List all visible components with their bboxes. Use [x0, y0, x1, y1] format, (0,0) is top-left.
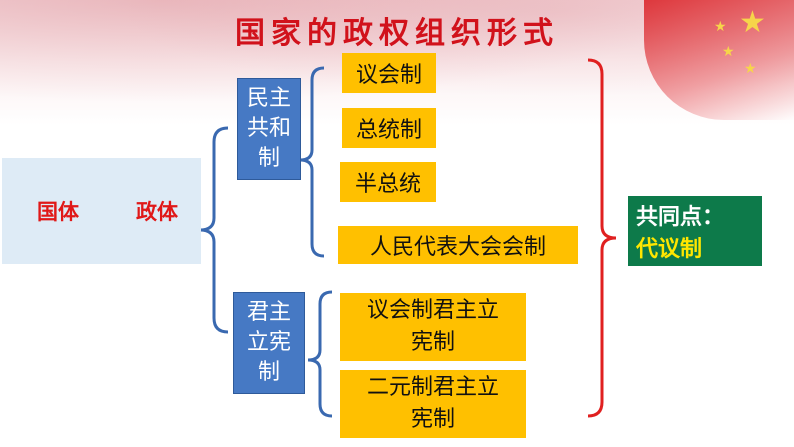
common-point-label: 共同点： — [636, 205, 725, 230]
bracket-common — [587, 58, 617, 418]
star-icon: ★ — [722, 44, 735, 60]
node-junzhu-lixian-label: 君主 立宪 制 — [246, 300, 291, 385]
node-minzhu-gonghe: 民主 共和 制 — [237, 78, 301, 180]
node-yihuizhi: 议会制 — [342, 53, 436, 93]
node-minzhu-gonghe-label: 民主 共和 制 — [246, 86, 291, 171]
node-banzongtong: 半总统 — [340, 162, 436, 202]
node-eryuan-junzhu: 二元制君主立 宪制 — [340, 370, 526, 438]
node-junzhu-lixian: 君主 立宪 制 — [233, 292, 305, 394]
node-common-point: 共同点： 代议制 — [628, 196, 762, 266]
star-icon: ★ — [739, 5, 766, 40]
star-icon: ★ — [714, 19, 727, 35]
common-point-value: 代议制 — [636, 237, 703, 262]
node-zongtongzhi: 总统制 — [342, 108, 436, 148]
star-icon: ★ — [744, 61, 757, 77]
page-title: 国家的政权组织形式 — [235, 16, 559, 51]
bracket-zhengti — [199, 126, 229, 334]
node-guoti: 国体 — [2, 158, 114, 264]
node-yihui-junzhu: 议会制君主立 宪制 — [340, 293, 526, 361]
node-renda: 人民代表大会会制 — [338, 226, 578, 264]
bracket-junzhu — [307, 290, 333, 418]
node-zhengti: 政体 — [113, 158, 201, 264]
bracket-minzhu — [299, 66, 325, 258]
